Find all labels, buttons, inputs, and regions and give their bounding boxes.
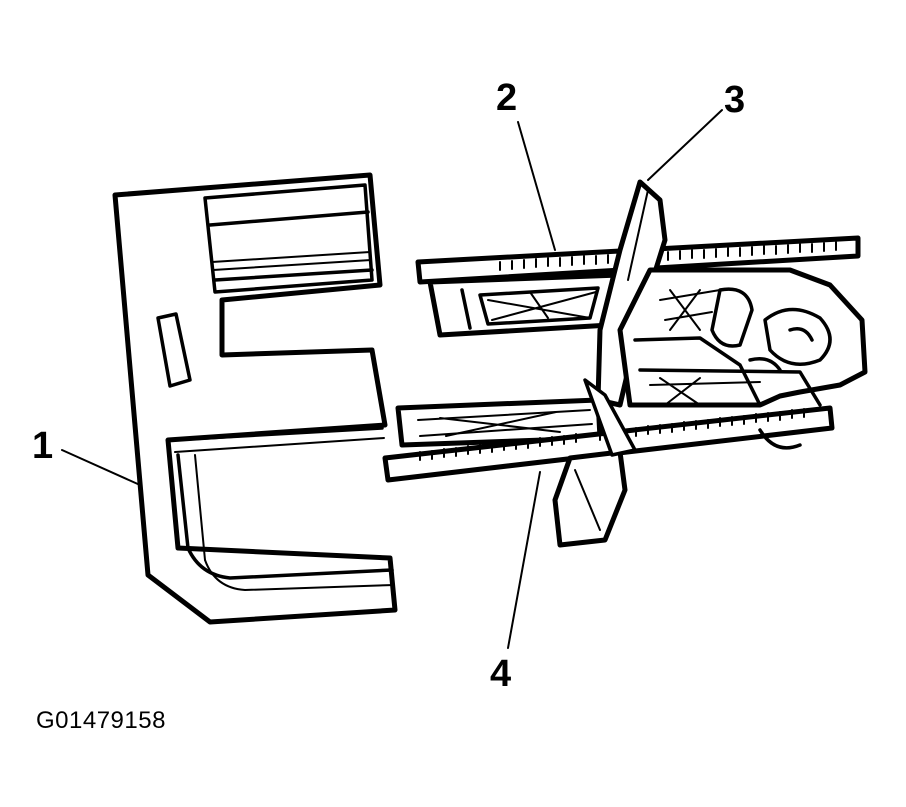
callout-label-1: 1 [32, 425, 53, 467]
leader-line-3 [647, 109, 723, 181]
callout-label-4: 4 [490, 653, 511, 695]
leader-lines [61, 109, 723, 649]
lower-rack-part-4 [382, 368, 835, 548]
callout-label-2: 2 [496, 77, 517, 119]
leader-line-4 [507, 471, 541, 649]
leader-line-2 [517, 121, 556, 251]
callout-label-3: 3 [724, 79, 745, 121]
leader-line-1 [61, 449, 141, 486]
figure-id-label: G01479158 [36, 707, 166, 734]
bracket-part-1 [112, 172, 398, 625]
